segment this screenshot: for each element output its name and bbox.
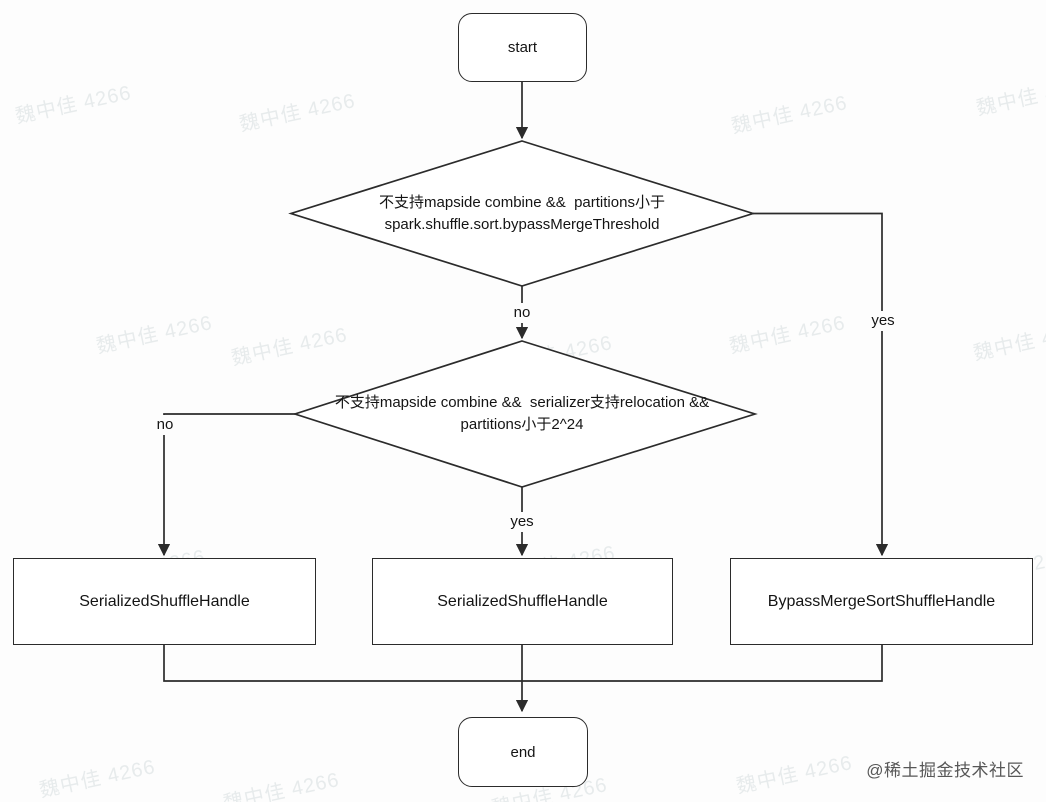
start-node: start (458, 13, 587, 82)
decision2-label: 不支持mapside combine && serializer支持reloca… (292, 392, 752, 436)
edge-decision1-yes-to-bypass-box (753, 212, 889, 557)
bypass-merge-sort-shuffle-handle-box: BypassMergeSortShuffleHandle (730, 558, 1033, 645)
community-credit: @稀土掘金技术社区 (866, 761, 1024, 780)
decision2-no-label: no (152, 415, 178, 435)
serialized-shuffle-handle-left-box: SerializedShuffleHandle (13, 558, 316, 645)
edge-merge-line (163, 645, 883, 682)
decision1-label-line2: spark.shuffle.sort.bypassMergeThreshold (384, 216, 660, 233)
decision2-yes-label: yes (506, 512, 538, 532)
decision2-label-line2: partitions小于2^24 (460, 416, 584, 433)
decision1-label: 不支持mapside combine && partitions小于 spark… (282, 192, 762, 236)
decision1-yes-label: yes (867, 311, 899, 331)
end-node: end (458, 717, 588, 787)
serialized-shuffle-handle-middle-box: SerializedShuffleHandle (372, 558, 673, 645)
decision1-label-line1: 不支持mapside combine && partitions小于 (379, 194, 665, 211)
decision1-no-label: no (509, 303, 535, 323)
decision2-label-line1: 不支持mapside combine && serializer支持reloca… (334, 394, 710, 411)
edge-decision2-no-to-left-box (157, 413, 295, 557)
